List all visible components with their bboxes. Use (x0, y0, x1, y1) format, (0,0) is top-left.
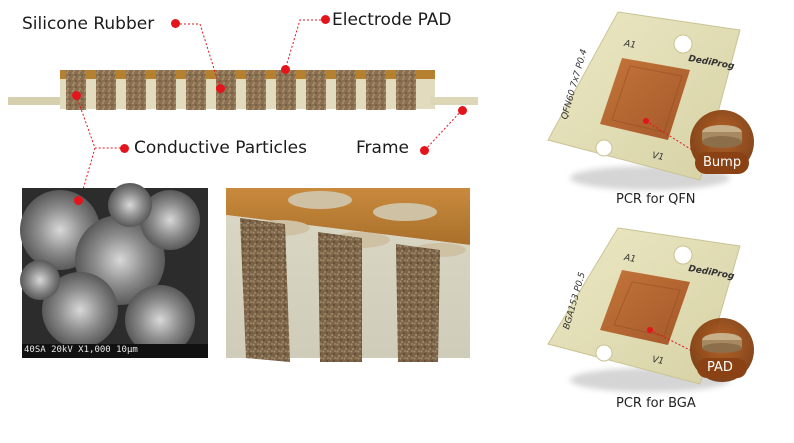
caption-pcr-qfn: PCR for QFN (616, 192, 696, 207)
sem-image (20, 183, 208, 358)
callout-dot-electrode (321, 15, 330, 24)
callout-dot-electrode-target (281, 65, 290, 74)
callout-dot-silicone-target (216, 84, 225, 93)
callout-dot-silicone (171, 19, 180, 28)
caption-pcr-bga: PCR for BGA (616, 396, 696, 411)
qfn-corner-v1: V1 (651, 151, 665, 163)
bump-label: Bump (703, 155, 742, 170)
columns-render (226, 188, 470, 362)
callout-dot-frame (420, 146, 429, 155)
label-electrode-pad: Electrode PAD (332, 10, 452, 30)
sem-scale-text: 40SA 20kV X1,000 10μm (24, 345, 138, 355)
callout-dot-frame-target (458, 106, 467, 115)
bga-board (547, 227, 754, 392)
label-conductive-particles: Conductive Particles (134, 138, 307, 158)
label-frame: Frame (356, 138, 409, 158)
pad-label: PAD (707, 360, 733, 375)
label-silicone-rubber: Silicone Rubber (22, 14, 155, 34)
qfn-corner-a1: A1 (623, 39, 637, 51)
bga-corner-v1: V1 (651, 355, 665, 367)
conductive-columns (66, 70, 416, 110)
callout-dot-column-target (72, 91, 81, 100)
bga-corner-a1: A1 (623, 253, 637, 265)
callout-dot-sem (74, 196, 83, 205)
qfn-board (547, 11, 754, 190)
callout-dot-particles (120, 144, 129, 153)
cross-section (8, 70, 478, 110)
